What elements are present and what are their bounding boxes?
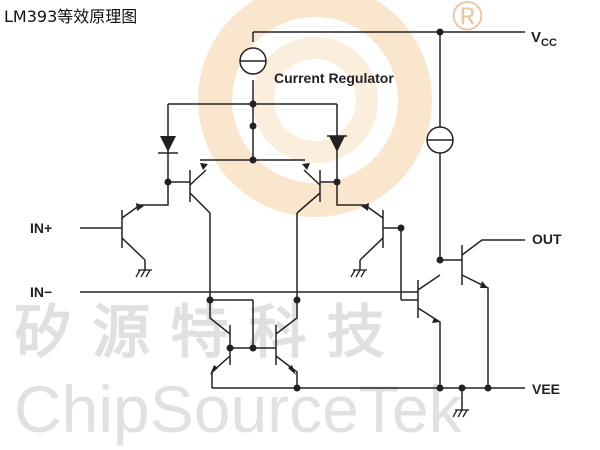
current-source-regulator	[239, 47, 267, 75]
emitter-arrows	[136, 163, 488, 375]
junction-dots	[164, 28, 492, 392]
current-source-output	[426, 126, 454, 154]
watermark-registered: ®	[452, 0, 483, 39]
diode-right	[327, 135, 347, 152]
diagram-title: LM393等效原理图	[4, 7, 138, 26]
in-plus-label: IN+	[30, 220, 52, 236]
watermark-chinese: 矽 源 特 科 技	[14, 298, 385, 366]
ground-symbols	[135, 269, 469, 418]
current-regulator-label: Current Regulator	[274, 70, 394, 86]
vcc-label: VCC	[531, 29, 557, 49]
watermark-english: ChipSourceTek	[14, 372, 463, 446]
vee-label: VEE	[532, 381, 560, 397]
vcc-label-sub: CC	[541, 37, 557, 49]
vcc-label-main: V	[531, 29, 541, 46]
diode-left	[158, 136, 178, 154]
wires	[80, 31, 525, 410]
in-minus-label: IN−	[30, 284, 52, 300]
watermark-logo	[198, 0, 432, 217]
out-label: OUT	[532, 231, 562, 247]
